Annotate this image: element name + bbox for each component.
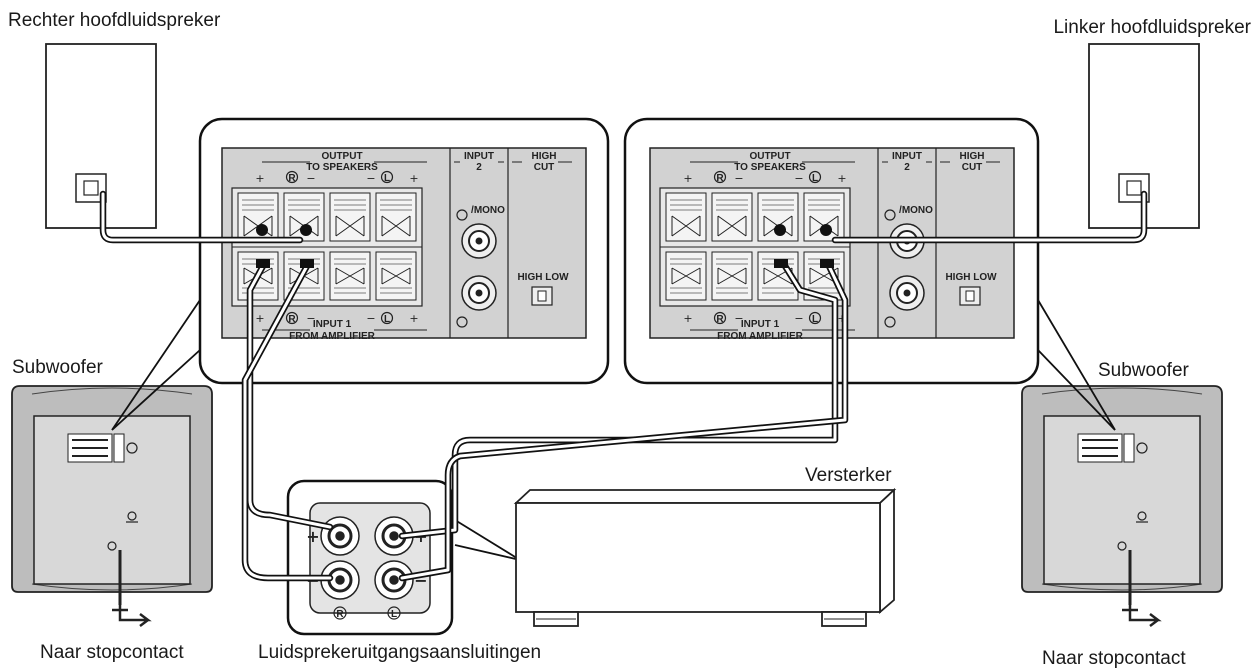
svg-text:HIGH LOW: HIGH LOW: [945, 272, 997, 283]
svg-text:−: −: [794, 172, 803, 185]
left-subwoofer: [11, 385, 213, 593]
svg-text:+: +: [255, 172, 264, 185]
svg-text:−: −: [734, 172, 743, 185]
svg-text:/MONO: /MONO: [899, 205, 933, 216]
svg-text:R: R: [336, 609, 344, 620]
svg-text:L: L: [812, 173, 818, 184]
svg-text:L: L: [384, 314, 390, 325]
left-subwoofer-label: Subwoofer: [12, 357, 104, 378]
left-main-speaker-label: Linker hoofdluidspreker: [1053, 17, 1251, 38]
svg-text:L: L: [812, 314, 818, 325]
svg-text:CUT: CUT: [962, 162, 983, 173]
right-subwoofer-label: Subwoofer: [1098, 360, 1190, 381]
svg-text:INPUT: INPUT: [892, 151, 922, 162]
from-amplifier-label: FROM AMPLIFIER: [289, 331, 376, 342]
svg-text:TO SPEAKERS: TO SPEAKERS: [734, 162, 806, 173]
cut-label: CUT: [534, 162, 555, 173]
svg-text:R: R: [288, 173, 296, 184]
power-cords: [112, 550, 1162, 627]
output-label: OUTPUT: [321, 151, 362, 162]
svg-text:R: R: [288, 314, 296, 325]
svg-text:L: L: [391, 609, 397, 620]
input2-label: INPUT: [464, 151, 494, 162]
svg-text:−: −: [734, 312, 743, 325]
svg-text:FROM AMPLIFIER: FROM AMPLIFIER: [717, 331, 804, 342]
amplifier: [513, 487, 897, 627]
svg-text:L: L: [384, 173, 390, 184]
svg-text:+: +: [409, 312, 418, 325]
svg-text:−: −: [306, 172, 315, 185]
svg-text:−: −: [306, 312, 315, 325]
to-speakers-label: TO SPEAKERS: [306, 162, 378, 173]
svg-text:HIGH: HIGH: [960, 151, 985, 162]
outlet-label-left: Naar stopcontact: [40, 642, 184, 663]
svg-text:R: R: [716, 314, 724, 325]
svg-text:INPUT 1: INPUT 1: [741, 319, 780, 330]
svg-text:+: +: [306, 527, 319, 546]
svg-text:+: +: [683, 172, 692, 185]
right-main-speaker-label: Rechter hoofdluidspreker: [8, 10, 221, 31]
highcut-label: HIGH: [532, 151, 557, 162]
svg-text:−: −: [366, 172, 375, 185]
speaker-cables: [99, 190, 1148, 582]
svg-text:+: +: [683, 312, 692, 325]
svg-text:R: R: [716, 173, 724, 184]
svg-text:−: −: [366, 312, 375, 325]
svg-text:−: −: [794, 312, 803, 325]
right-panel-labels: OUTPUT TO SPEAKERS INPUT 2 HIGH CUT INPU…: [683, 151, 997, 342]
amplifier-label: Versterker: [805, 465, 892, 486]
terminal-plugs: [256, 224, 834, 268]
left-panel-labels: OUTPUT TO SPEAKERS INPUT 2 HIGH CUT INPU…: [255, 151, 569, 342]
svg-text:+: +: [837, 172, 846, 185]
high-low-label: HIGH LOW: [517, 272, 569, 283]
input2-number: 2: [476, 162, 482, 173]
svg-text:OUTPUT: OUTPUT: [749, 151, 790, 162]
input1-label: INPUT 1: [313, 319, 352, 330]
speaker-output-terminals-label: Luidsprekeruitgangsaansluitingen: [258, 642, 541, 663]
svg-text:+: +: [255, 312, 264, 325]
svg-text:2: 2: [904, 162, 910, 173]
outlet-label-right: Naar stopcontact: [1042, 648, 1186, 669]
speaker-output-terminals: + + − − R L: [286, 479, 454, 636]
right-subwoofer: [1021, 385, 1223, 593]
mono-label: /MONO: [471, 205, 505, 216]
svg-text:+: +: [409, 172, 418, 185]
